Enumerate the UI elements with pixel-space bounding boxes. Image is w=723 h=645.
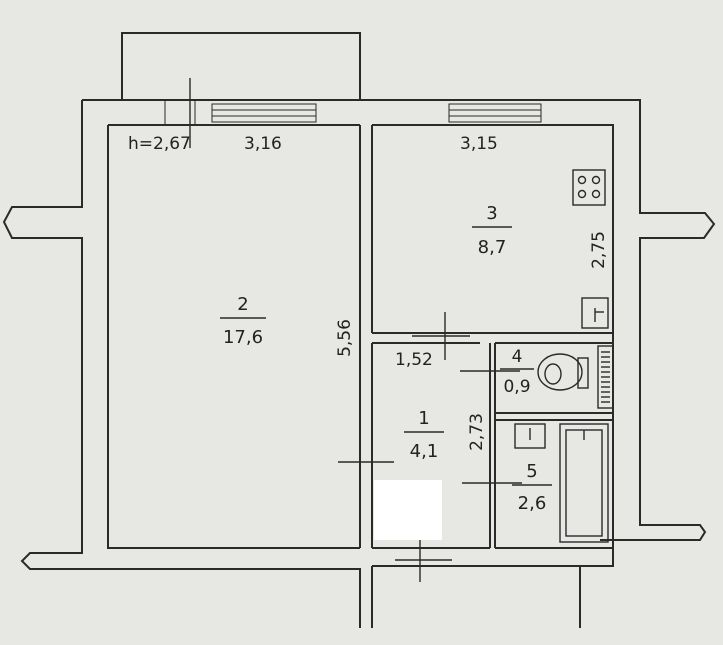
room-2-area: 17,6 bbox=[223, 327, 263, 348]
balcony bbox=[121, 32, 361, 100]
room-3-label: 3 8,7 bbox=[472, 203, 512, 258]
redaction-patch bbox=[374, 480, 442, 540]
room-3-area: 8,7 bbox=[478, 237, 507, 258]
room-3-number: 3 bbox=[486, 203, 497, 224]
windows bbox=[164, 78, 542, 148]
room-2-label: 2 17,6 bbox=[220, 294, 266, 348]
bathtub-icon bbox=[559, 423, 609, 543]
radiator-icon bbox=[597, 345, 614, 409]
room-1-area: 4,1 bbox=[410, 441, 439, 462]
washbasin-icon bbox=[514, 423, 546, 449]
room-5-label: 5 2,6 bbox=[512, 461, 552, 514]
stove-icon bbox=[572, 169, 606, 206]
room-5-number: 5 bbox=[526, 461, 537, 482]
room-1-label: 1 4,1 bbox=[404, 408, 444, 462]
room-2-number: 2 bbox=[237, 294, 248, 315]
room-4-area: 0,9 bbox=[503, 377, 530, 397]
toilet-icon bbox=[537, 353, 589, 391]
room-4-number: 4 bbox=[512, 347, 523, 367]
room2-length-label: 5,56 bbox=[335, 319, 355, 357]
door-marks bbox=[338, 312, 522, 582]
room3-width-label: 3,15 bbox=[460, 134, 498, 154]
room2-width-label: 3,16 bbox=[244, 134, 282, 154]
room1-length-label: 2,73 bbox=[467, 413, 487, 451]
room-1-number: 1 bbox=[418, 408, 429, 429]
room-4-label: 4 0,9 bbox=[500, 347, 534, 397]
exterior-walls bbox=[2, 99, 716, 628]
room3-length-label: 2,75 bbox=[589, 231, 609, 269]
kitchen-sink-icon bbox=[581, 297, 609, 329]
room-5-area: 2,6 bbox=[518, 493, 547, 514]
ceiling-height-label: h=2,67 bbox=[128, 134, 191, 154]
room1-width-label: 1,52 bbox=[395, 350, 433, 370]
